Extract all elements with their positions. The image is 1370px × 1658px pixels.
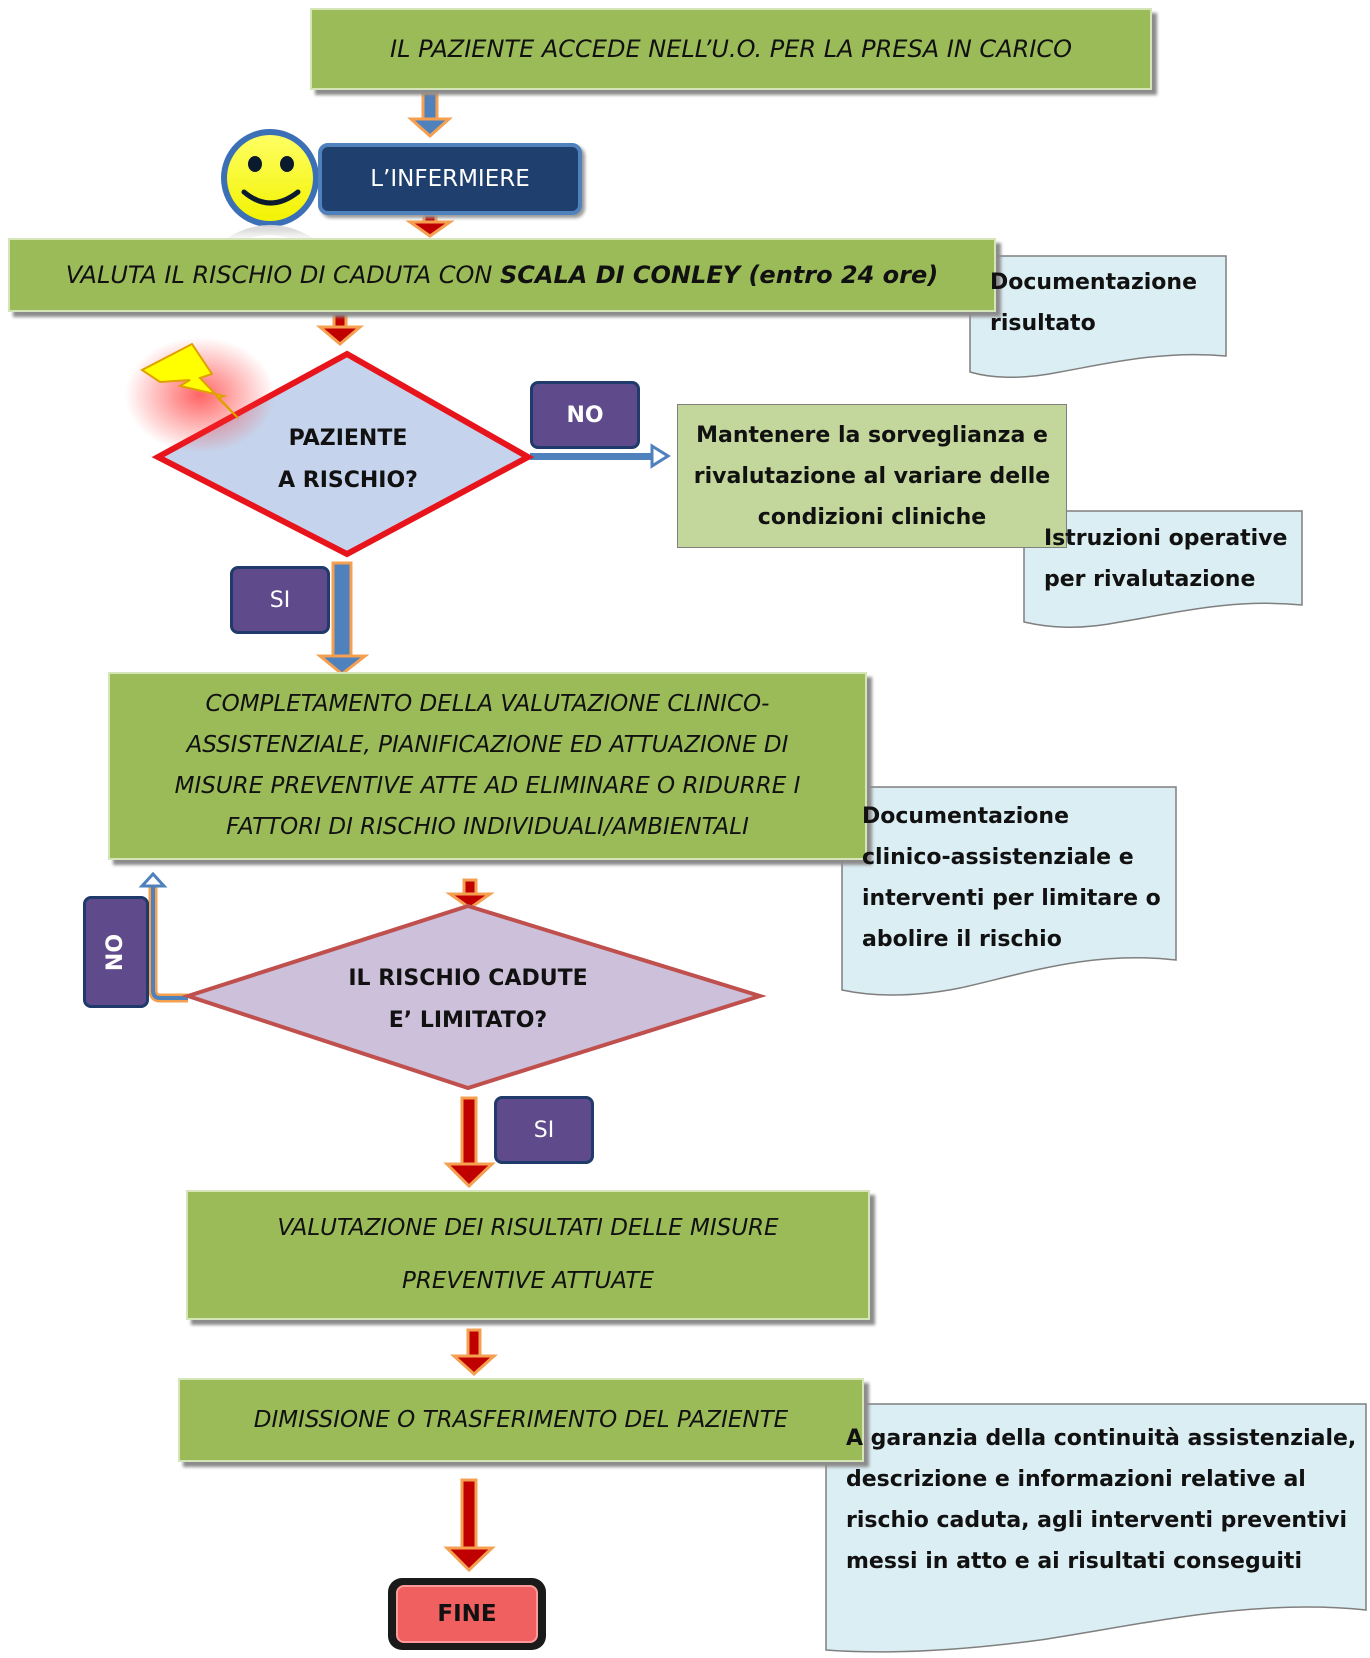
doc-clinical-line-3: interventi per limitare o	[862, 886, 1161, 911]
doc-clinical-shape	[841, 786, 1177, 996]
decision-limited-text: IL RISCHIO CADUTE E’ LIMITATO?	[330, 958, 606, 1042]
si-label-2: SI	[494, 1096, 594, 1164]
fine-box: FINE	[388, 1578, 546, 1650]
si-label-1: SI	[230, 566, 330, 634]
doc-continuity-shape	[825, 1403, 1367, 1653]
no-label-1: NO	[530, 381, 640, 449]
completion-box: COMPLETAMENTO DELLA VALUTAZIONE CLINICO-…	[108, 672, 867, 860]
evaluation-line-1: VALUTAZIONE DEI RISULTATI DELLE MISURE	[277, 1215, 779, 1241]
decision-limited-line-2: E’ LIMITATO?	[388, 1008, 548, 1033]
doc-instructions-text: Istruzioni operative per rivalutazione	[1044, 518, 1287, 600]
completion-line-1: COMPLETAMENTO DELLA VALUTAZIONE CLINICO-	[205, 691, 770, 717]
arrow-start-to-nurse	[407, 91, 453, 139]
arrow-assess-to-decision1	[315, 311, 365, 346]
discharge-text: DIMISSIONE O TRASFERIMENTO DEL PAZIENTE	[253, 1407, 789, 1433]
si-label-2-text: SI	[533, 1117, 555, 1143]
fine-text: FINE	[437, 1601, 497, 1627]
evaluation-line-2: PREVENTIVE ATTUATE	[402, 1268, 654, 1294]
arrow-discharge-to-fine	[443, 1478, 496, 1573]
doc-instructions-shape	[1023, 510, 1303, 628]
arrow-no-loop	[138, 871, 188, 1003]
maintain-line-1: Mantenere la sorveglianza e	[696, 422, 1048, 448]
assess-bold: SCALA DI CONLEY (entro 24 ore)	[500, 261, 939, 289]
doc-clinical-line-1: Documentazione	[862, 804, 1069, 829]
doc-continuity-line-3: rischio caduta, agli interventi preventi…	[846, 1508, 1348, 1533]
doc-result-line-2: risultato	[990, 311, 1096, 336]
doc-continuity-line-1: A garanzia della continuità assistenzial…	[846, 1426, 1357, 1451]
doc-continuity-line-4: messi in atto e ai risultati conseguiti	[846, 1549, 1302, 1574]
nurse-box: L’INFERMIERE	[318, 143, 582, 215]
assess-box: VALUTA IL RISCHIO DI CADUTA CON SCALA DI…	[8, 238, 996, 312]
decision-risk-line-2: A RISCHIO?	[278, 468, 418, 493]
doc-result-shape	[969, 255, 1227, 378]
maintain-line-3: condizioni cliniche	[757, 504, 987, 530]
smiley-icon	[221, 129, 319, 251]
arrow-si-to-completion	[315, 561, 370, 676]
doc-result-line-1: Documentazione	[990, 270, 1197, 295]
assess-text: VALUTA IL RISCHIO DI CADUTA CON SCALA DI…	[66, 261, 939, 289]
completion-line-3: MISURE PREVENTIVE ATTE AD ELIMINARE O RI…	[174, 773, 801, 799]
discharge-box: DIMISSIONE O TRASFERIMENTO DEL PAZIENTE	[178, 1378, 864, 1462]
start-text: IL PAZIENTE ACCEDE NELL’U.O. PER LA PRES…	[390, 35, 1072, 63]
completion-line-4: FATTORI DI RISCHIO INDIVIDUALI/AMBIENTAL…	[226, 814, 749, 840]
doc-instructions-line-1: Istruzioni operative	[1044, 526, 1288, 551]
no-label-1-text: NO	[566, 402, 604, 428]
doc-continuity-line-2: descrizione e informazioni relative al	[846, 1467, 1306, 1492]
si-label-1-text: SI	[269, 587, 291, 613]
doc-clinical-text: Documentazione clinico-assistenziale e i…	[862, 796, 1161, 960]
decision-risk-line-1: PAZIENTE	[288, 426, 408, 451]
start-box: IL PAZIENTE ACCEDE NELL’U.O. PER LA PRES…	[310, 8, 1152, 90]
doc-continuity-text: A garanzia della continuità assistenzial…	[846, 1418, 1356, 1582]
doc-instructions-line-2: per rivalutazione	[1044, 567, 1256, 592]
no-label-2-text: NO	[103, 933, 129, 971]
doc-result-text: Documentazione risultato	[990, 262, 1197, 344]
maintain-line-2: rivalutazione al variare delle	[693, 463, 1051, 489]
doc-clinical-line-2: clinico-assistenziale e	[862, 845, 1134, 870]
assess-prefix: VALUTA IL RISCHIO DI CADUTA CON	[65, 261, 501, 289]
maintain-box: Mantenere la sorveglianza e rivalutazion…	[677, 404, 1067, 548]
evaluation-box: VALUTAZIONE DEI RISULTATI DELLE MISURE P…	[186, 1190, 870, 1320]
nurse-text: L’INFERMIERE	[370, 166, 530, 192]
arrow-no-to-maintain	[530, 443, 671, 469]
decision-limited-line-1: IL RISCHIO CADUTE	[348, 966, 588, 991]
decision-limited-diamond	[181, 903, 767, 1091]
arrow-completion-to-decision2	[445, 878, 495, 910]
decision-risk-text: PAZIENTE A RISCHIO?	[250, 418, 446, 502]
no-label-2: NO	[83, 896, 149, 1008]
fine-inner: FINE	[396, 1585, 538, 1643]
completion-line-2: ASSISTENZIALE, PIANIFICAZIONE ED ATTUAZI…	[186, 732, 789, 758]
arrow-si-to-evaluation	[443, 1096, 496, 1189]
doc-clinical-line-4: abolire il rischio	[862, 927, 1062, 952]
arrow-evaluation-to-discharge	[450, 1328, 498, 1377]
lightning-icon	[140, 342, 239, 419]
